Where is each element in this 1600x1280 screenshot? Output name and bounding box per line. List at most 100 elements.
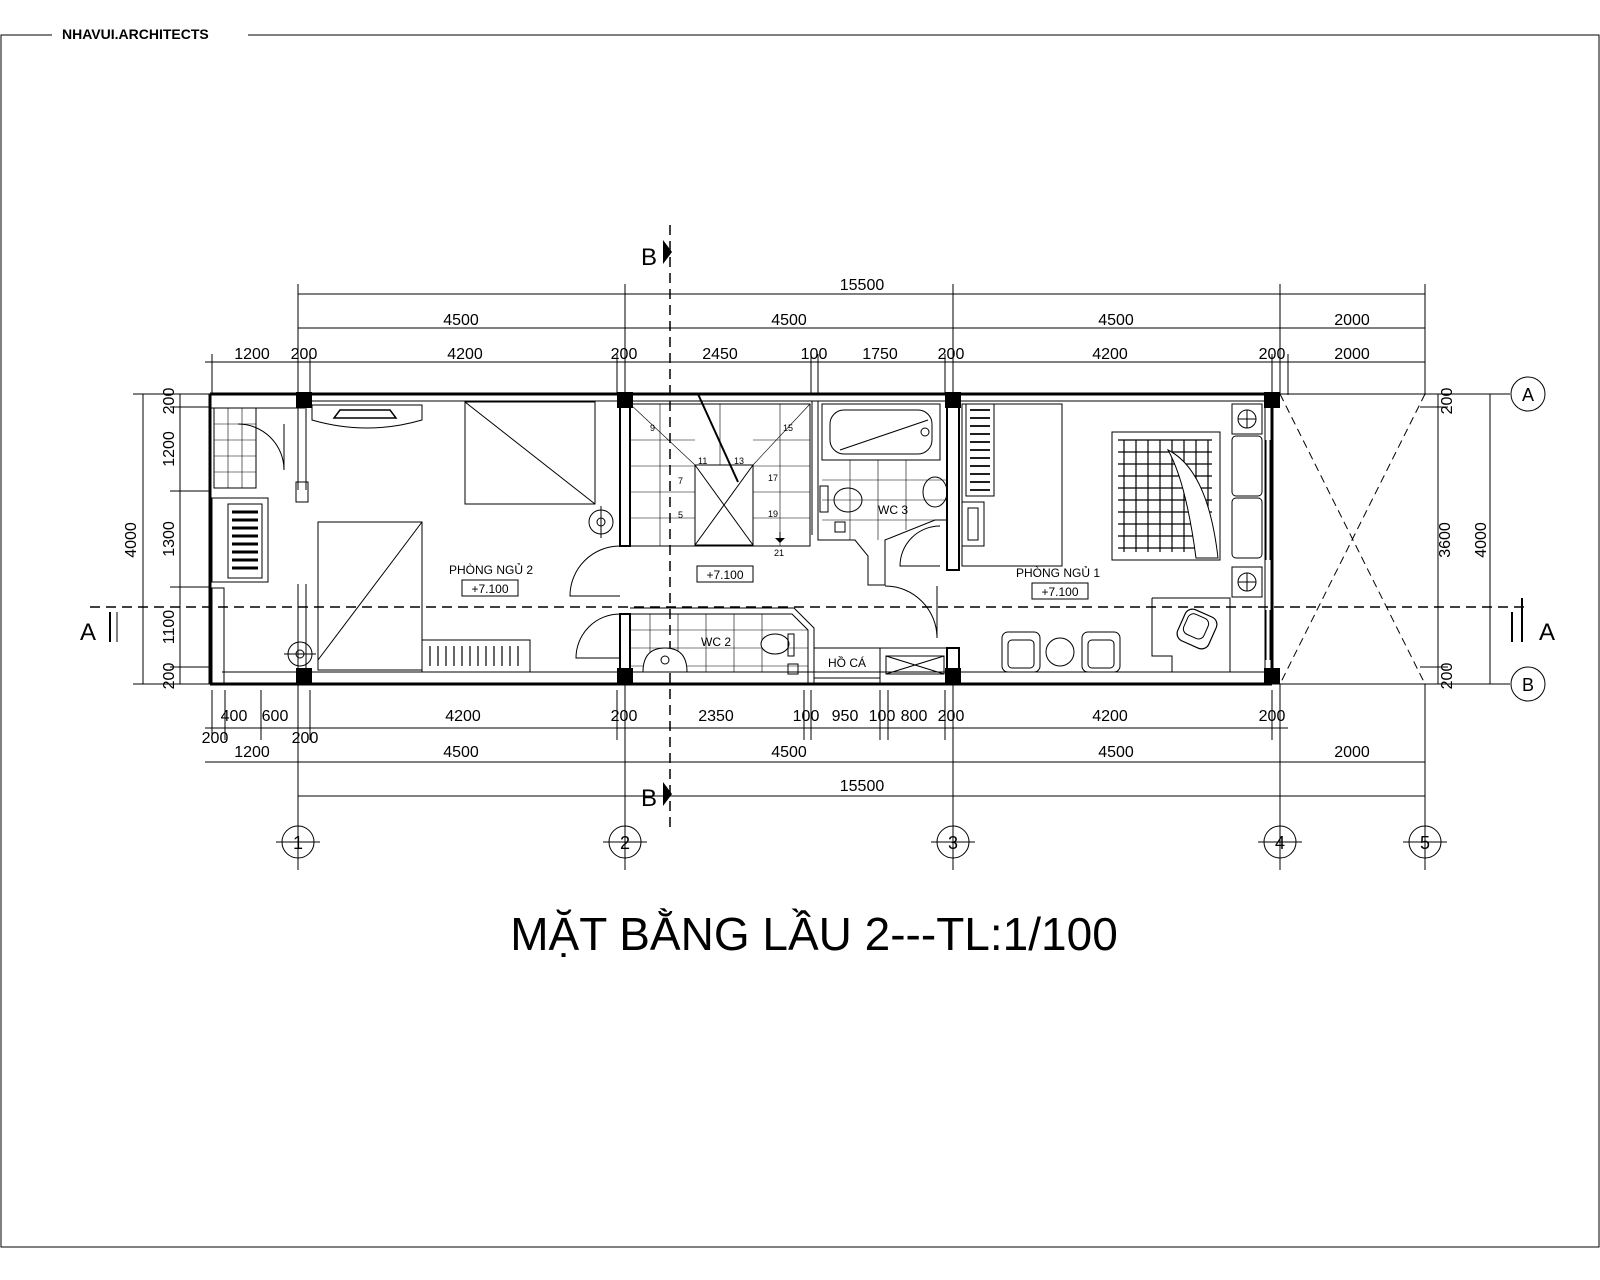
fish-pond-box [813,647,945,679]
top-dimensions [205,284,1426,395]
dim-top-bay-2: 4500 [771,312,807,329]
firm-label-mask [52,26,248,44]
dim-top-d2: 200 [291,346,318,363]
grid-bubble-2: 2 [603,825,647,859]
dim-left-p4: 1100 [161,610,178,645]
grid-label-b: B [1522,675,1534,695]
stair-step-11: 11 [698,456,707,466]
dim-top-d1: 1200 [234,346,270,363]
staircase [629,393,811,547]
dim-right-p2: 200 [1439,663,1456,690]
grid-bubble-1: 1 [276,825,320,859]
dim-bot-bay-0: 1200 [234,744,270,761]
dim-left-overall: 4000 [123,522,140,558]
dim-bot-extra-2: 200 [292,730,319,747]
grid-label-1: 1 [293,833,303,853]
room-label-wc3: WC 3 [878,503,908,517]
firm-label: NHAVUI.ARCHITECTS [62,26,209,42]
room-label-fish-pond: HỒ CÁ [828,655,866,670]
dim-bot-d10: 200 [938,708,965,725]
dim-right-p1: 200 [1439,388,1456,415]
dim-left-p1: 200 [161,388,178,415]
dim-bot-d4: 200 [611,708,638,725]
dim-bot-d8: 100 [869,708,896,725]
drawing-title: MẶT BẰNG LẦU 2---TL:1/100 [510,908,1118,960]
dim-top-d11: 2000 [1334,346,1370,363]
grid-bubble-b: B [1510,666,1546,702]
grid-lines [297,393,1510,870]
dim-bot-overall: 15500 [840,778,885,795]
room-label-wc2: WC 2 [701,635,731,649]
stair-step-21: 21 [774,548,784,558]
stair-step-15: 15 [783,423,793,433]
section-label-a-right: A [1539,619,1555,646]
level-box-bedroom1 [1031,582,1089,600]
level-bedroom1: +7.100 [1041,585,1078,599]
stair-step-13: 13 [734,456,744,466]
stair-step-9: 9 [650,423,655,433]
grid-label-a: A [1522,385,1534,405]
dim-top-bay-1: 4500 [443,312,479,329]
dim-bot-bay-3: 4500 [1098,744,1134,761]
dim-bot-d12: 200 [1259,708,1286,725]
grid-bubble-a: A [1510,376,1546,412]
grid-bubble-3: 3 [931,825,975,859]
level-box-hall [696,565,754,583]
dim-bot-bay-2: 4500 [771,744,807,761]
dim-bot-d11: 4200 [1092,708,1128,725]
grid-bubble-4: 4 [1258,825,1302,859]
level-hall: +7.100 [706,568,743,582]
wc2-fixtures [630,614,808,675]
stair-step-5: 5 [678,510,683,520]
dim-left-p2: 1200 [161,431,178,467]
dim-bot-extra-1: 200 [202,730,229,747]
dim-right-overall: 4000 [1473,522,1490,558]
sheet-border [0,34,1600,1248]
dim-bot-bay-1: 4500 [443,744,479,761]
stair-step-17: 17 [768,473,778,483]
dim-top-d5: 2450 [702,346,738,363]
dim-top-bay-3: 4500 [1098,312,1134,329]
left-balcony [211,407,309,685]
grid-label-4: 4 [1275,833,1285,853]
section-label-b-top: B [641,244,657,271]
dim-left-p5: 200 [161,663,178,690]
dim-right-inner: 3600 [1437,522,1454,558]
wc3-fixtures [819,403,948,639]
level-bedroom2: +7.100 [471,582,508,596]
room-label-bedroom2: PHÒNG NGỦ 2 [449,562,533,577]
dim-top-d8: 200 [938,346,965,363]
interior-walls [297,393,960,685]
dim-top-d6: 100 [801,346,828,363]
dim-bot-bay-4: 2000 [1334,744,1370,761]
section-line-a [90,598,1525,642]
grid-label-2: 2 [620,833,630,853]
level-box-bedroom2 [461,579,519,597]
dim-left-p3: 1300 [161,521,178,557]
grid-bubble-5: 5 [1403,825,1447,859]
stair-step-7: 7 [678,476,683,486]
dim-top-d9: 4200 [1092,346,1128,363]
dim-bot-d6: 100 [793,708,820,725]
dim-bot-d5: 2350 [698,708,734,725]
dim-bot-d3: 4200 [445,708,481,725]
dim-top-d7: 1750 [862,346,898,363]
bedroom1-furniture [961,403,1271,673]
dim-bot-d2: 600 [262,708,289,725]
grid-label-3: 3 [948,833,958,853]
section-line-b [663,225,672,830]
dim-top-d10: 200 [1259,346,1286,363]
dim-bot-d1: 400 [221,708,248,725]
dim-top-overall: 15500 [840,277,885,294]
room-label-bedroom1: PHÒNG NGỦ 1 [1016,565,1100,580]
stair-step-19: 19 [768,509,778,519]
columns [296,392,1280,684]
dim-top-bay-4: 2000 [1334,312,1370,329]
dim-bot-d7: 950 [832,708,859,725]
grid-label-5: 5 [1420,833,1430,853]
dim-bot-d9: 800 [901,708,928,725]
section-label-a-left: A [80,619,96,646]
section-label-b-bottom: B [641,785,657,812]
dim-top-d4: 200 [611,346,638,363]
